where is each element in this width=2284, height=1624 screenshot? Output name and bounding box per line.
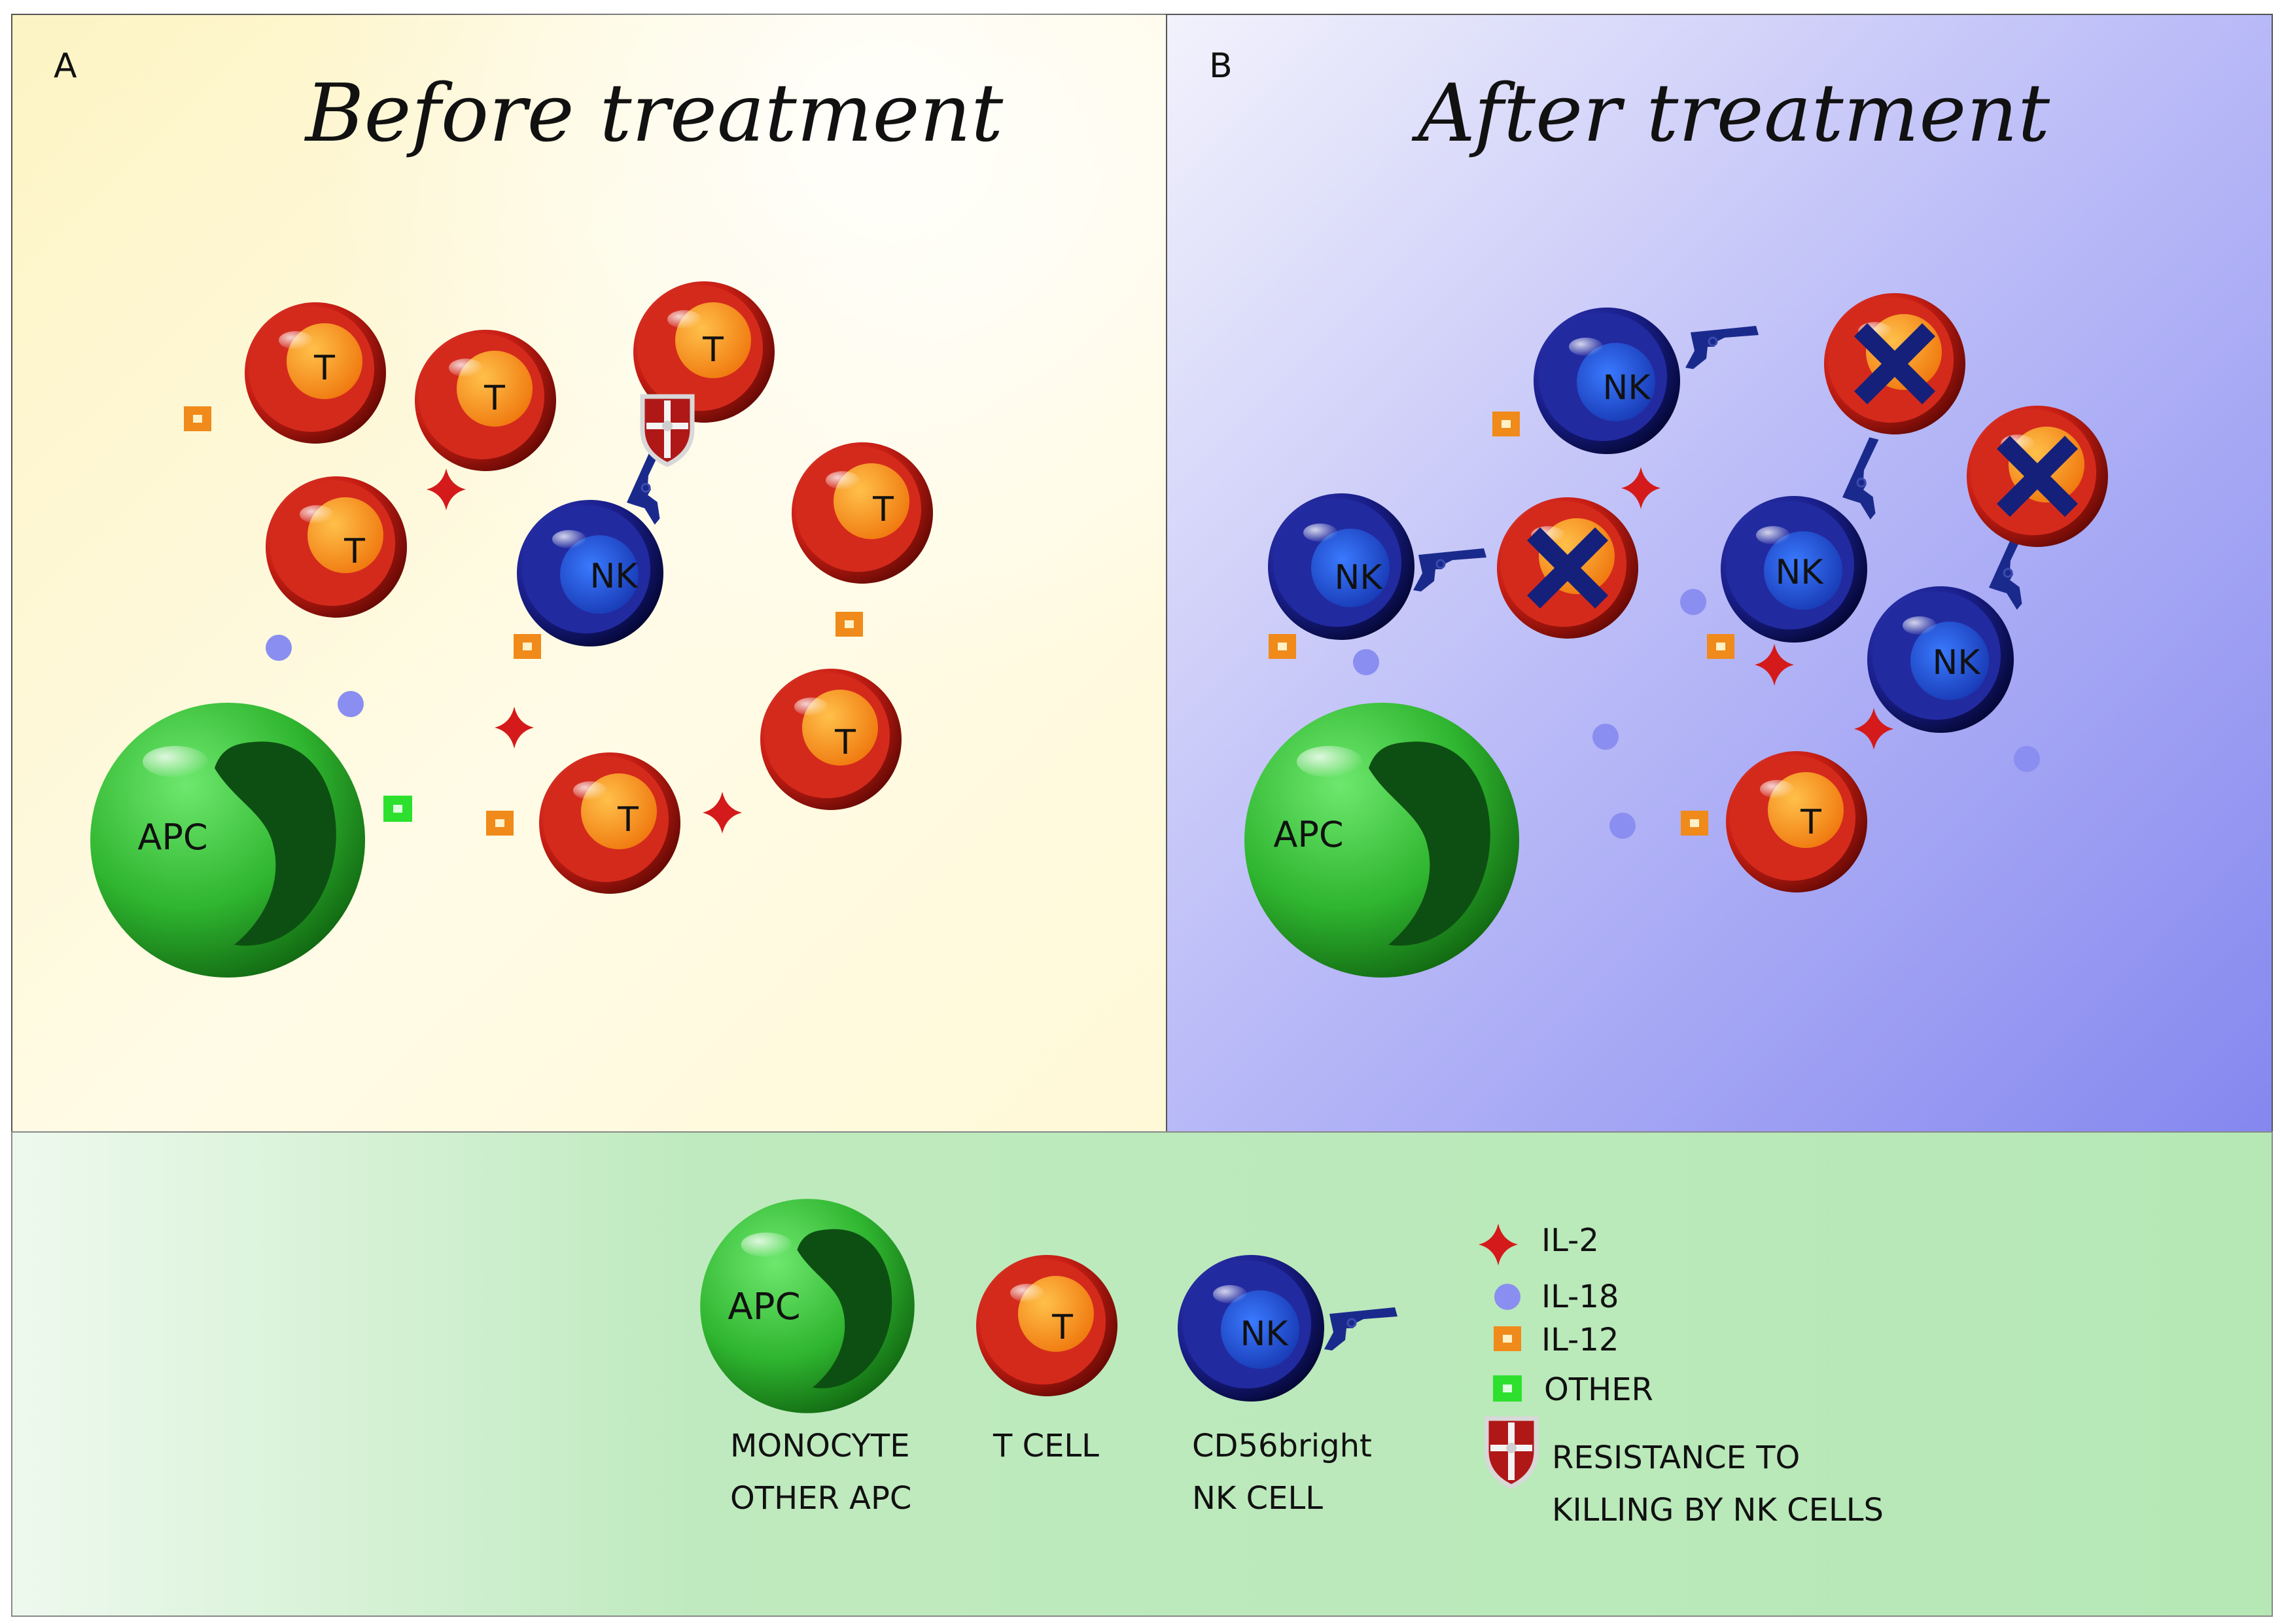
dot-icon xyxy=(1609,813,1636,839)
nk-cell-label: NK xyxy=(1776,553,1825,592)
legend-t-cell xyxy=(976,1255,1117,1396)
t-cell-label: T xyxy=(834,723,856,762)
square-icon xyxy=(1707,634,1734,659)
legend-other-icon xyxy=(1493,1375,1522,1402)
panel-a: A Before treatment T T T T T T T NK APC xyxy=(11,14,1167,1133)
panel-b-letter: B xyxy=(1209,46,1233,86)
legend-background xyxy=(11,1131,2273,1617)
square-icon xyxy=(514,634,541,659)
t-cell-label: T xyxy=(483,379,505,418)
legend-apc-label: APC xyxy=(728,1286,800,1328)
nk-cell-label: NK xyxy=(590,557,639,596)
legend-apc-caption-2: OTHER APC xyxy=(730,1480,911,1517)
shield-icon xyxy=(642,397,692,465)
legend-il12-label: IL-12 xyxy=(1541,1322,1619,1358)
legend-il18-label: IL-18 xyxy=(1541,1279,1619,1315)
t-cell-label: T xyxy=(343,532,365,571)
dot-icon xyxy=(2014,746,2040,772)
panel-b: B After treatment NK NK NK NK T APC xyxy=(1166,14,2273,1133)
legend-resistance-line-2: KILLING BY NK CELLS xyxy=(1552,1492,1884,1528)
t-cell xyxy=(760,669,902,810)
dot-icon xyxy=(266,635,292,661)
t-cell-label: T xyxy=(702,330,724,370)
legend-nk-caption-2: NK CELL xyxy=(1192,1480,1323,1517)
legend-apc-caption-1: MONOCYTE xyxy=(730,1428,910,1464)
square-icon xyxy=(486,811,514,836)
square-icon xyxy=(1269,634,1296,659)
dot-icon xyxy=(338,691,364,717)
legend-nk-caption-1: CD56bright xyxy=(1192,1428,1372,1464)
legend-il2-label: IL-2 xyxy=(1541,1222,1599,1259)
square-icon xyxy=(184,406,211,431)
square-icon xyxy=(1492,412,1520,436)
legend-square-icon xyxy=(1494,1326,1521,1351)
dot-icon xyxy=(1353,649,1379,675)
apc-label: APC xyxy=(137,817,207,858)
apc-cell xyxy=(90,703,365,978)
t-cell-label: T xyxy=(872,490,894,529)
dot-icon xyxy=(1592,724,1619,750)
t-cell xyxy=(792,442,933,584)
legend-t-cell-label: T xyxy=(1051,1308,1073,1347)
t-cell xyxy=(266,476,407,618)
square-icon xyxy=(1681,811,1708,836)
square-icon xyxy=(835,612,863,637)
legend: APC MONOCYTE OTHER APC T T CELL NK CD56b… xyxy=(11,1131,2273,1617)
t-cell-label: T xyxy=(617,800,639,839)
t-cell-label: T xyxy=(1800,803,1821,842)
t-cell xyxy=(539,752,680,894)
nk-cell-label: NK xyxy=(1335,558,1384,597)
nk-cell-label: NK xyxy=(1603,368,1652,408)
t-cell xyxy=(1726,751,1867,892)
nk-cell-label: NK xyxy=(1933,643,1982,682)
legend-nk-cell-label: NK xyxy=(1240,1315,1290,1354)
panel-a-title: Before treatment xyxy=(304,67,1004,160)
panel-a-letter: A xyxy=(54,46,77,86)
square-icon xyxy=(383,796,412,822)
legend-shield-icon xyxy=(1486,1419,1536,1487)
legend-resistance-line-1: RESISTANCE TO xyxy=(1552,1439,1800,1476)
legend-other-label: OTHER xyxy=(1544,1371,1653,1408)
legend-t-cell-caption: T CELL xyxy=(993,1428,1099,1464)
dot-icon xyxy=(1680,589,1706,615)
t-cell-label: T xyxy=(313,349,335,388)
legend-dot-icon xyxy=(1494,1284,1520,1310)
apc-label: APC xyxy=(1273,814,1343,855)
panel-b-title: After treatment xyxy=(1411,67,2050,160)
